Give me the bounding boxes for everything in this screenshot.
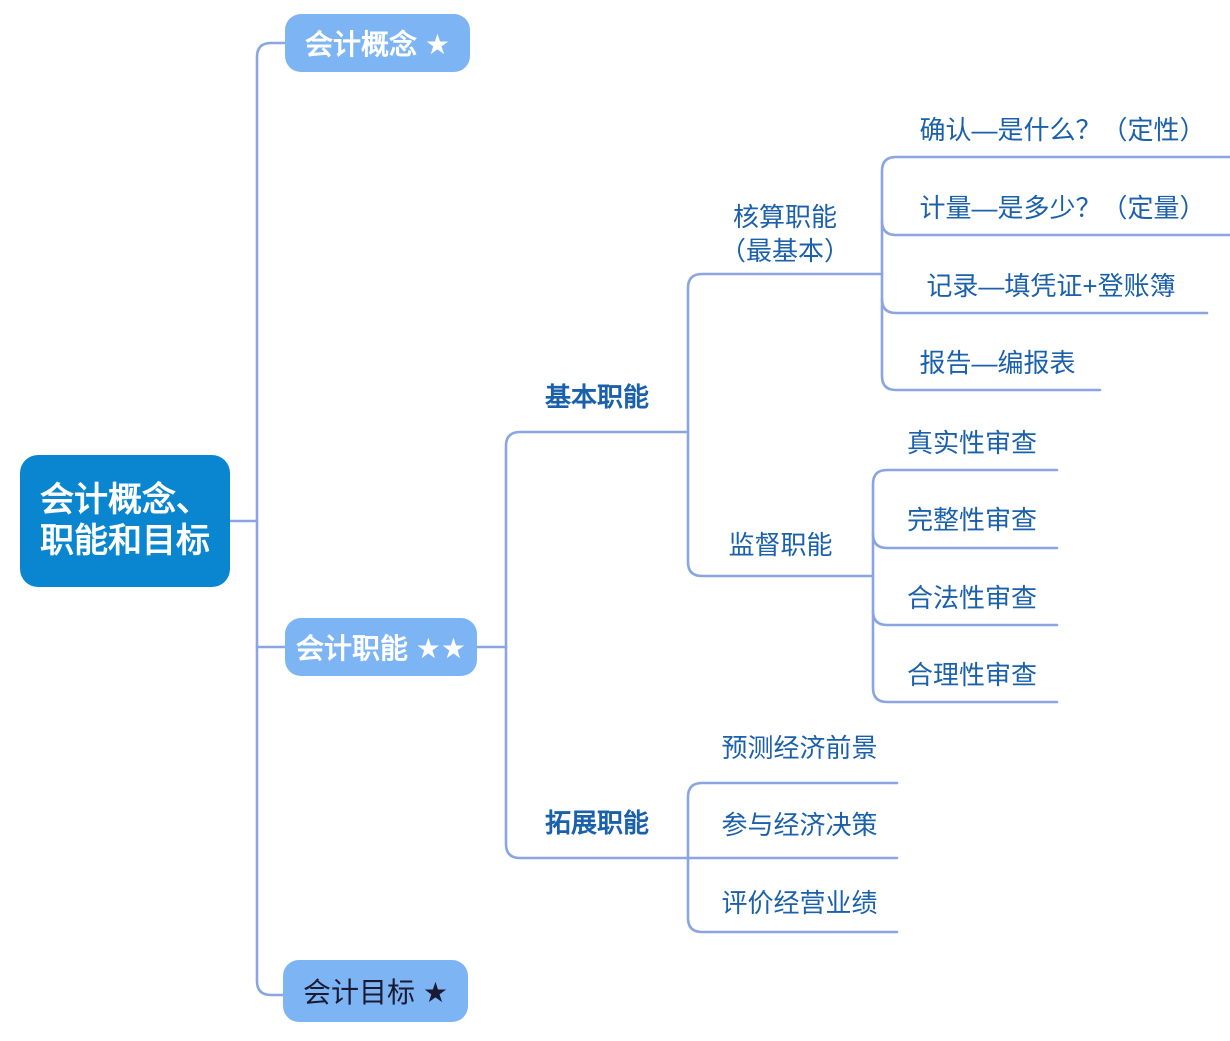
node-leaf-report[interactable]: 报告—编报表 xyxy=(919,348,1076,378)
node-accounting-role-line2: （最基本） xyxy=(719,236,850,266)
node-accounting-goal-label: 会计目标 ★ xyxy=(303,977,448,1008)
node-accounting-concept[interactable]: 会计概念 ★ xyxy=(285,14,470,72)
edge-function-to-basic xyxy=(504,430,690,649)
node-leaf-completeness-review[interactable]: 完整性审查 xyxy=(906,505,1037,535)
edge-level1-trunk xyxy=(255,41,287,997)
node-leaf-confirm[interactable]: 确认—是什么？（定性） xyxy=(919,115,1206,145)
node-leaf-measure[interactable]: 计量—是多少？（定量） xyxy=(919,193,1206,223)
node-leaf-forecast[interactable]: 预测经济前景 xyxy=(721,733,878,763)
node-accounting-concept-label: 会计概念 ★ xyxy=(305,29,450,60)
node-accounting-role-line1: 核算职能 xyxy=(732,202,837,232)
node-accounting-function-label: 会计职能 ★★ xyxy=(296,633,466,664)
edge-basic-to-accounting xyxy=(686,272,884,434)
node-root-line2: 职能和目标 xyxy=(40,522,210,560)
node-leaf-authenticity-review[interactable]: 真实性审查 xyxy=(906,428,1037,458)
node-accounting-goal[interactable]: 会计目标 ★ xyxy=(283,960,468,1022)
edge-extended-leaf-3 xyxy=(686,856,899,934)
node-root[interactable]: 会计概念、 职能和目标 xyxy=(20,455,230,587)
edge-accounting-leaf-4 xyxy=(880,272,1102,392)
node-leaf-reasonableness-review[interactable]: 合理性审查 xyxy=(906,660,1037,690)
edge-supervision-leaf-1 xyxy=(871,468,1059,578)
edge-supervision-leaf-4 xyxy=(871,574,1059,704)
node-supervision-role[interactable]: 监督职能 xyxy=(728,530,833,560)
edge-supervision-leaf-2 xyxy=(871,532,1059,550)
edge-accounting-leaf-2 xyxy=(880,219,1230,237)
edge-extended-leaf-1 xyxy=(686,781,899,860)
node-leaf-record[interactable]: 记录—填凭证+登账簿 xyxy=(926,271,1176,301)
node-accounting-function[interactable]: 会计职能 ★★ xyxy=(285,618,477,676)
node-accounting-role[interactable]: 核算职能 （最基本） xyxy=(688,200,882,268)
node-leaf-decision[interactable]: 参与经济决策 xyxy=(721,810,878,840)
edge-function-to-extended xyxy=(504,645,690,860)
edge-accounting-leaf-1 xyxy=(880,155,1230,276)
node-extended-function[interactable]: 拓展职能 xyxy=(544,808,649,838)
node-leaf-legality-review[interactable]: 合法性审查 xyxy=(906,583,1037,613)
node-leaf-evaluate[interactable]: 评价经营业绩 xyxy=(721,888,878,918)
edge-basic-to-supervision xyxy=(686,430,875,578)
node-basic-function[interactable]: 基本职能 xyxy=(544,382,649,412)
node-root-line1: 会计概念、 xyxy=(40,481,210,519)
